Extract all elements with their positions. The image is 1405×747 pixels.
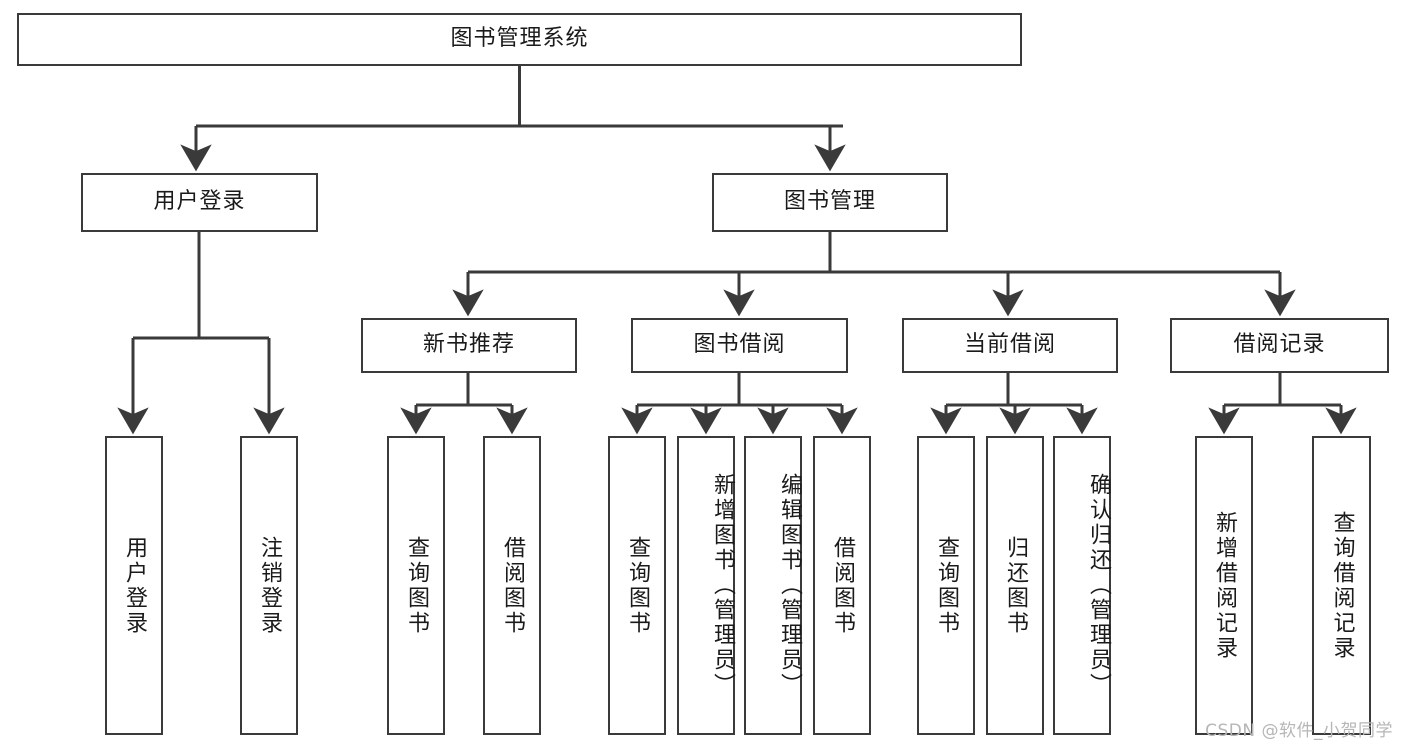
leaf-user-logout[interactable]: 注销登录	[240, 436, 298, 735]
leaf-current-query-book[interactable]: 查询图书	[917, 436, 975, 735]
leaf-newbook-borrow-book[interactable]: 借阅图书	[483, 436, 541, 735]
node-user-login[interactable]: 用户登录	[81, 173, 318, 232]
leaf-borrow-edit-book-admin[interactable]: 编辑图书（管理员）	[744, 436, 802, 735]
leaf-current-return-book[interactable]: 归还图书	[986, 436, 1044, 735]
leaf-user-login[interactable]: 用户登录	[105, 436, 163, 735]
node-borrow-record[interactable]: 借阅记录	[1170, 318, 1389, 373]
leaf-newbook-query-book[interactable]: 查询图书	[387, 436, 445, 735]
node-root[interactable]: 图书管理系统	[17, 13, 1022, 66]
leaf-record-query-borrow-record[interactable]: 查询借阅记录	[1312, 436, 1371, 735]
leaf-borrow-borrow-book[interactable]: 借阅图书	[813, 436, 871, 735]
node-new-book-recommend[interactable]: 新书推荐	[361, 318, 577, 373]
leaf-record-add-borrow-record[interactable]: 新增借阅记录	[1195, 436, 1253, 735]
leaf-borrow-add-book-admin[interactable]: 新增图书（管理员）	[677, 436, 735, 735]
leaf-borrow-query-book[interactable]: 查询图书	[608, 436, 666, 735]
node-book-management[interactable]: 图书管理	[712, 173, 948, 232]
node-current-borrow[interactable]: 当前借阅	[902, 318, 1118, 373]
leaf-current-confirm-return-admin[interactable]: 确认归还（管理员）	[1053, 436, 1111, 735]
node-book-borrow[interactable]: 图书借阅	[631, 318, 848, 373]
